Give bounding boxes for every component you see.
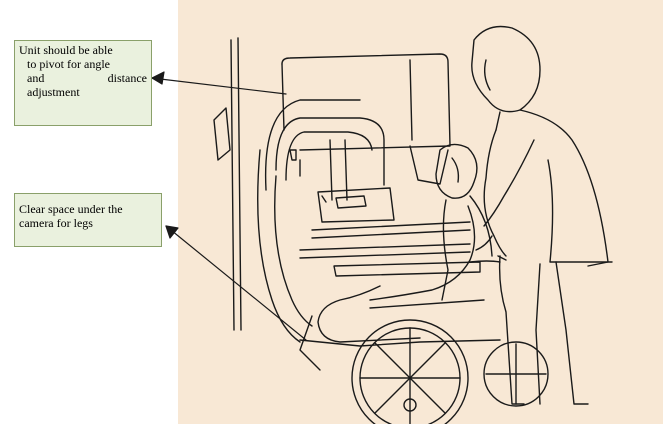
callout-word: distance (108, 71, 147, 85)
technician-sketch (472, 27, 612, 405)
pivot-arrowhead (152, 72, 164, 84)
wheelchair-sketch (300, 300, 548, 424)
callout-leg-clearance: Clear space under the camera for legs (14, 193, 162, 247)
callout-line: Clear space under the (19, 202, 157, 216)
legs-arrowhead (166, 226, 178, 238)
callout-line: camera for legs (19, 216, 157, 230)
wall-pole (214, 38, 241, 330)
callout-word: and (27, 71, 44, 85)
callout-line: to pivot for angle (19, 57, 147, 71)
callout-line: Unit should be able (19, 43, 147, 57)
callout-line: adjustment (19, 85, 147, 99)
callout-line: and distance (19, 71, 147, 85)
pivot-arrow (152, 78, 286, 94)
mammography-unit-sketch (258, 54, 480, 342)
callout-pivot-adjustment: Unit should be able to pivot for angle a… (14, 40, 152, 126)
